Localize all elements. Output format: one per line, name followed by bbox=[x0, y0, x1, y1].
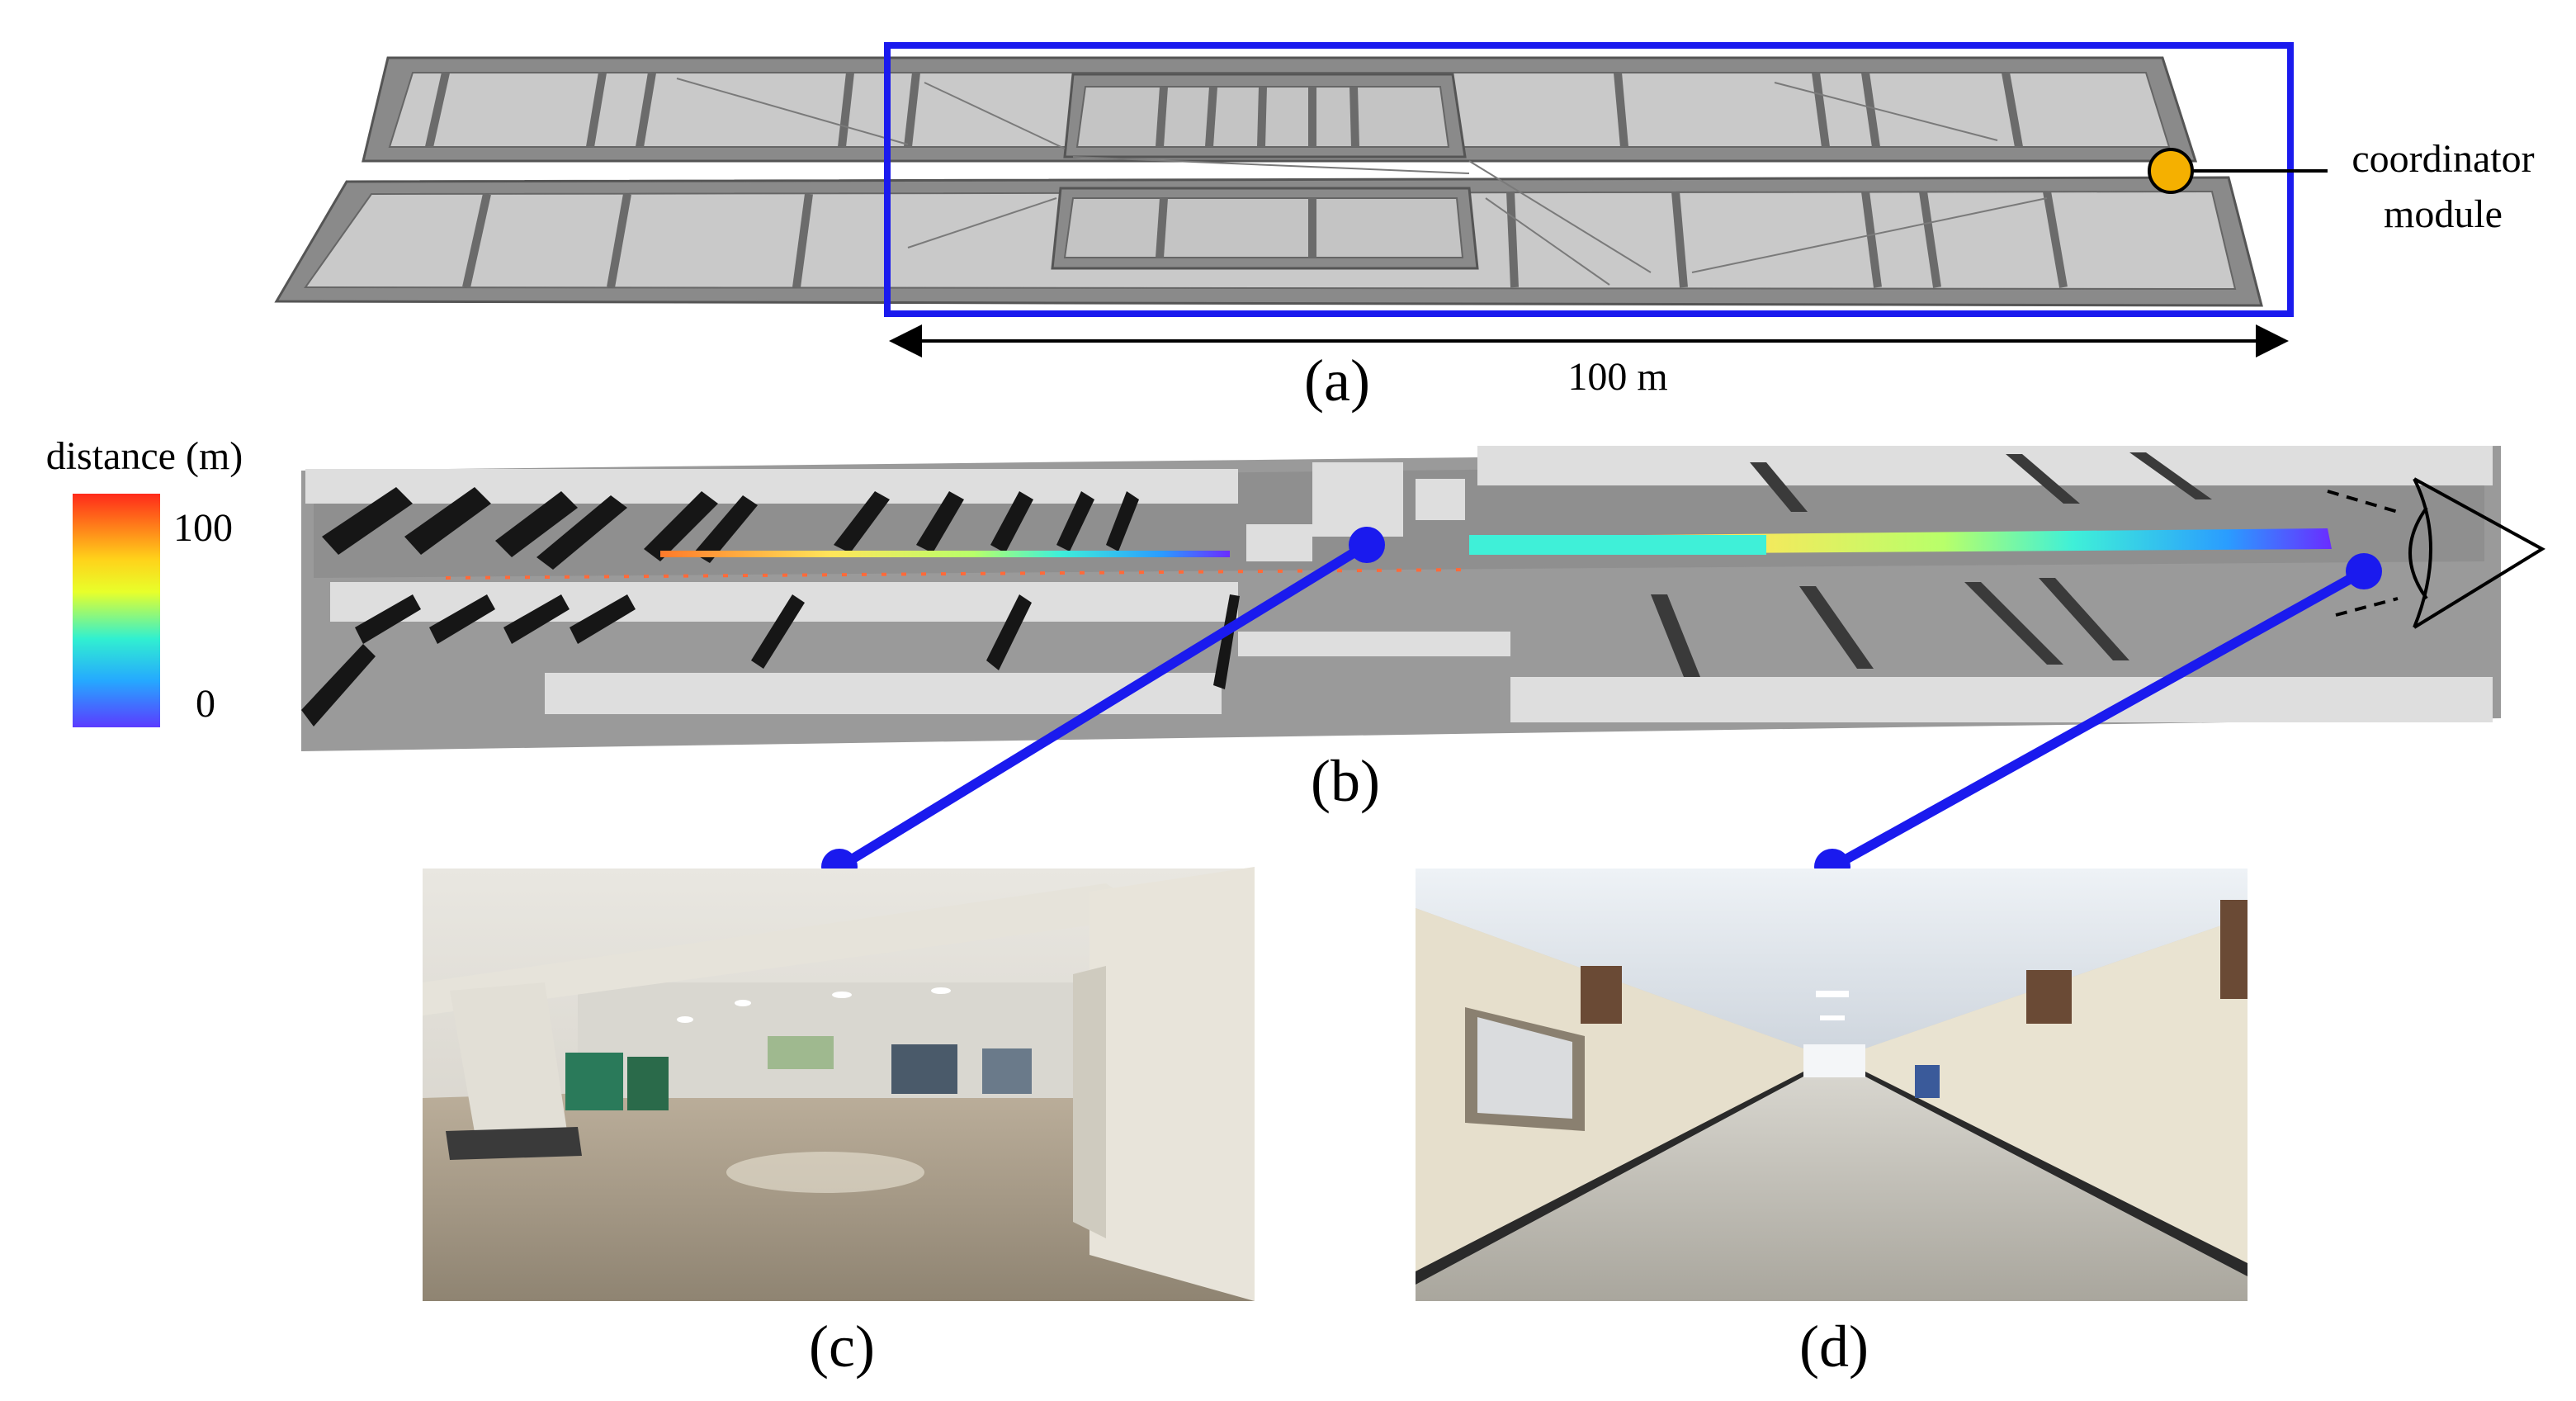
highlight-box bbox=[884, 42, 2294, 317]
panel-label-a: (a) bbox=[1304, 348, 1370, 414]
pointcloud-b bbox=[301, 446, 2545, 751]
scale-label: 100 m bbox=[1567, 355, 1667, 399]
distance-ray-tail bbox=[445, 568, 1470, 580]
panel-label-c: (c) bbox=[809, 1313, 875, 1380]
connector-dot-b2 bbox=[2346, 553, 2382, 589]
lower-room-walls bbox=[462, 191, 2068, 289]
eye-icon bbox=[2327, 477, 2545, 629]
colorbar-min-label: 0 bbox=[196, 682, 215, 726]
connector-to-d bbox=[1830, 566, 2366, 872]
floorplan-a bbox=[274, 56, 2263, 307]
connector-to-c bbox=[836, 540, 1370, 872]
colorbar-max-label: 100 bbox=[173, 506, 233, 550]
photo-c bbox=[423, 867, 1255, 1301]
cloud-dark-walls bbox=[301, 487, 1240, 727]
colorbar-title: distance (m) bbox=[46, 434, 243, 478]
coordinator-label-line2: module bbox=[2384, 192, 2503, 236]
photo-d bbox=[1416, 869, 2248, 1301]
cloud-grey-walls bbox=[1651, 452, 2212, 677]
panel-label-b: (b) bbox=[1311, 748, 1380, 814]
lower-hall-floor bbox=[1063, 197, 1464, 258]
upper-room-walls bbox=[425, 71, 2023, 149]
coordinator-marker bbox=[2148, 148, 2194, 194]
distance-ray-right-cyan bbox=[1469, 535, 1766, 555]
panel-label-d: (d) bbox=[1799, 1313, 1869, 1380]
mesh-lines bbox=[676, 78, 2048, 286]
distance-ray-left bbox=[660, 551, 1230, 557]
connector-dot-b1 bbox=[1349, 527, 1385, 563]
colorbar bbox=[73, 494, 160, 727]
coordinator-label-line1: coordinator bbox=[2351, 137, 2534, 181]
